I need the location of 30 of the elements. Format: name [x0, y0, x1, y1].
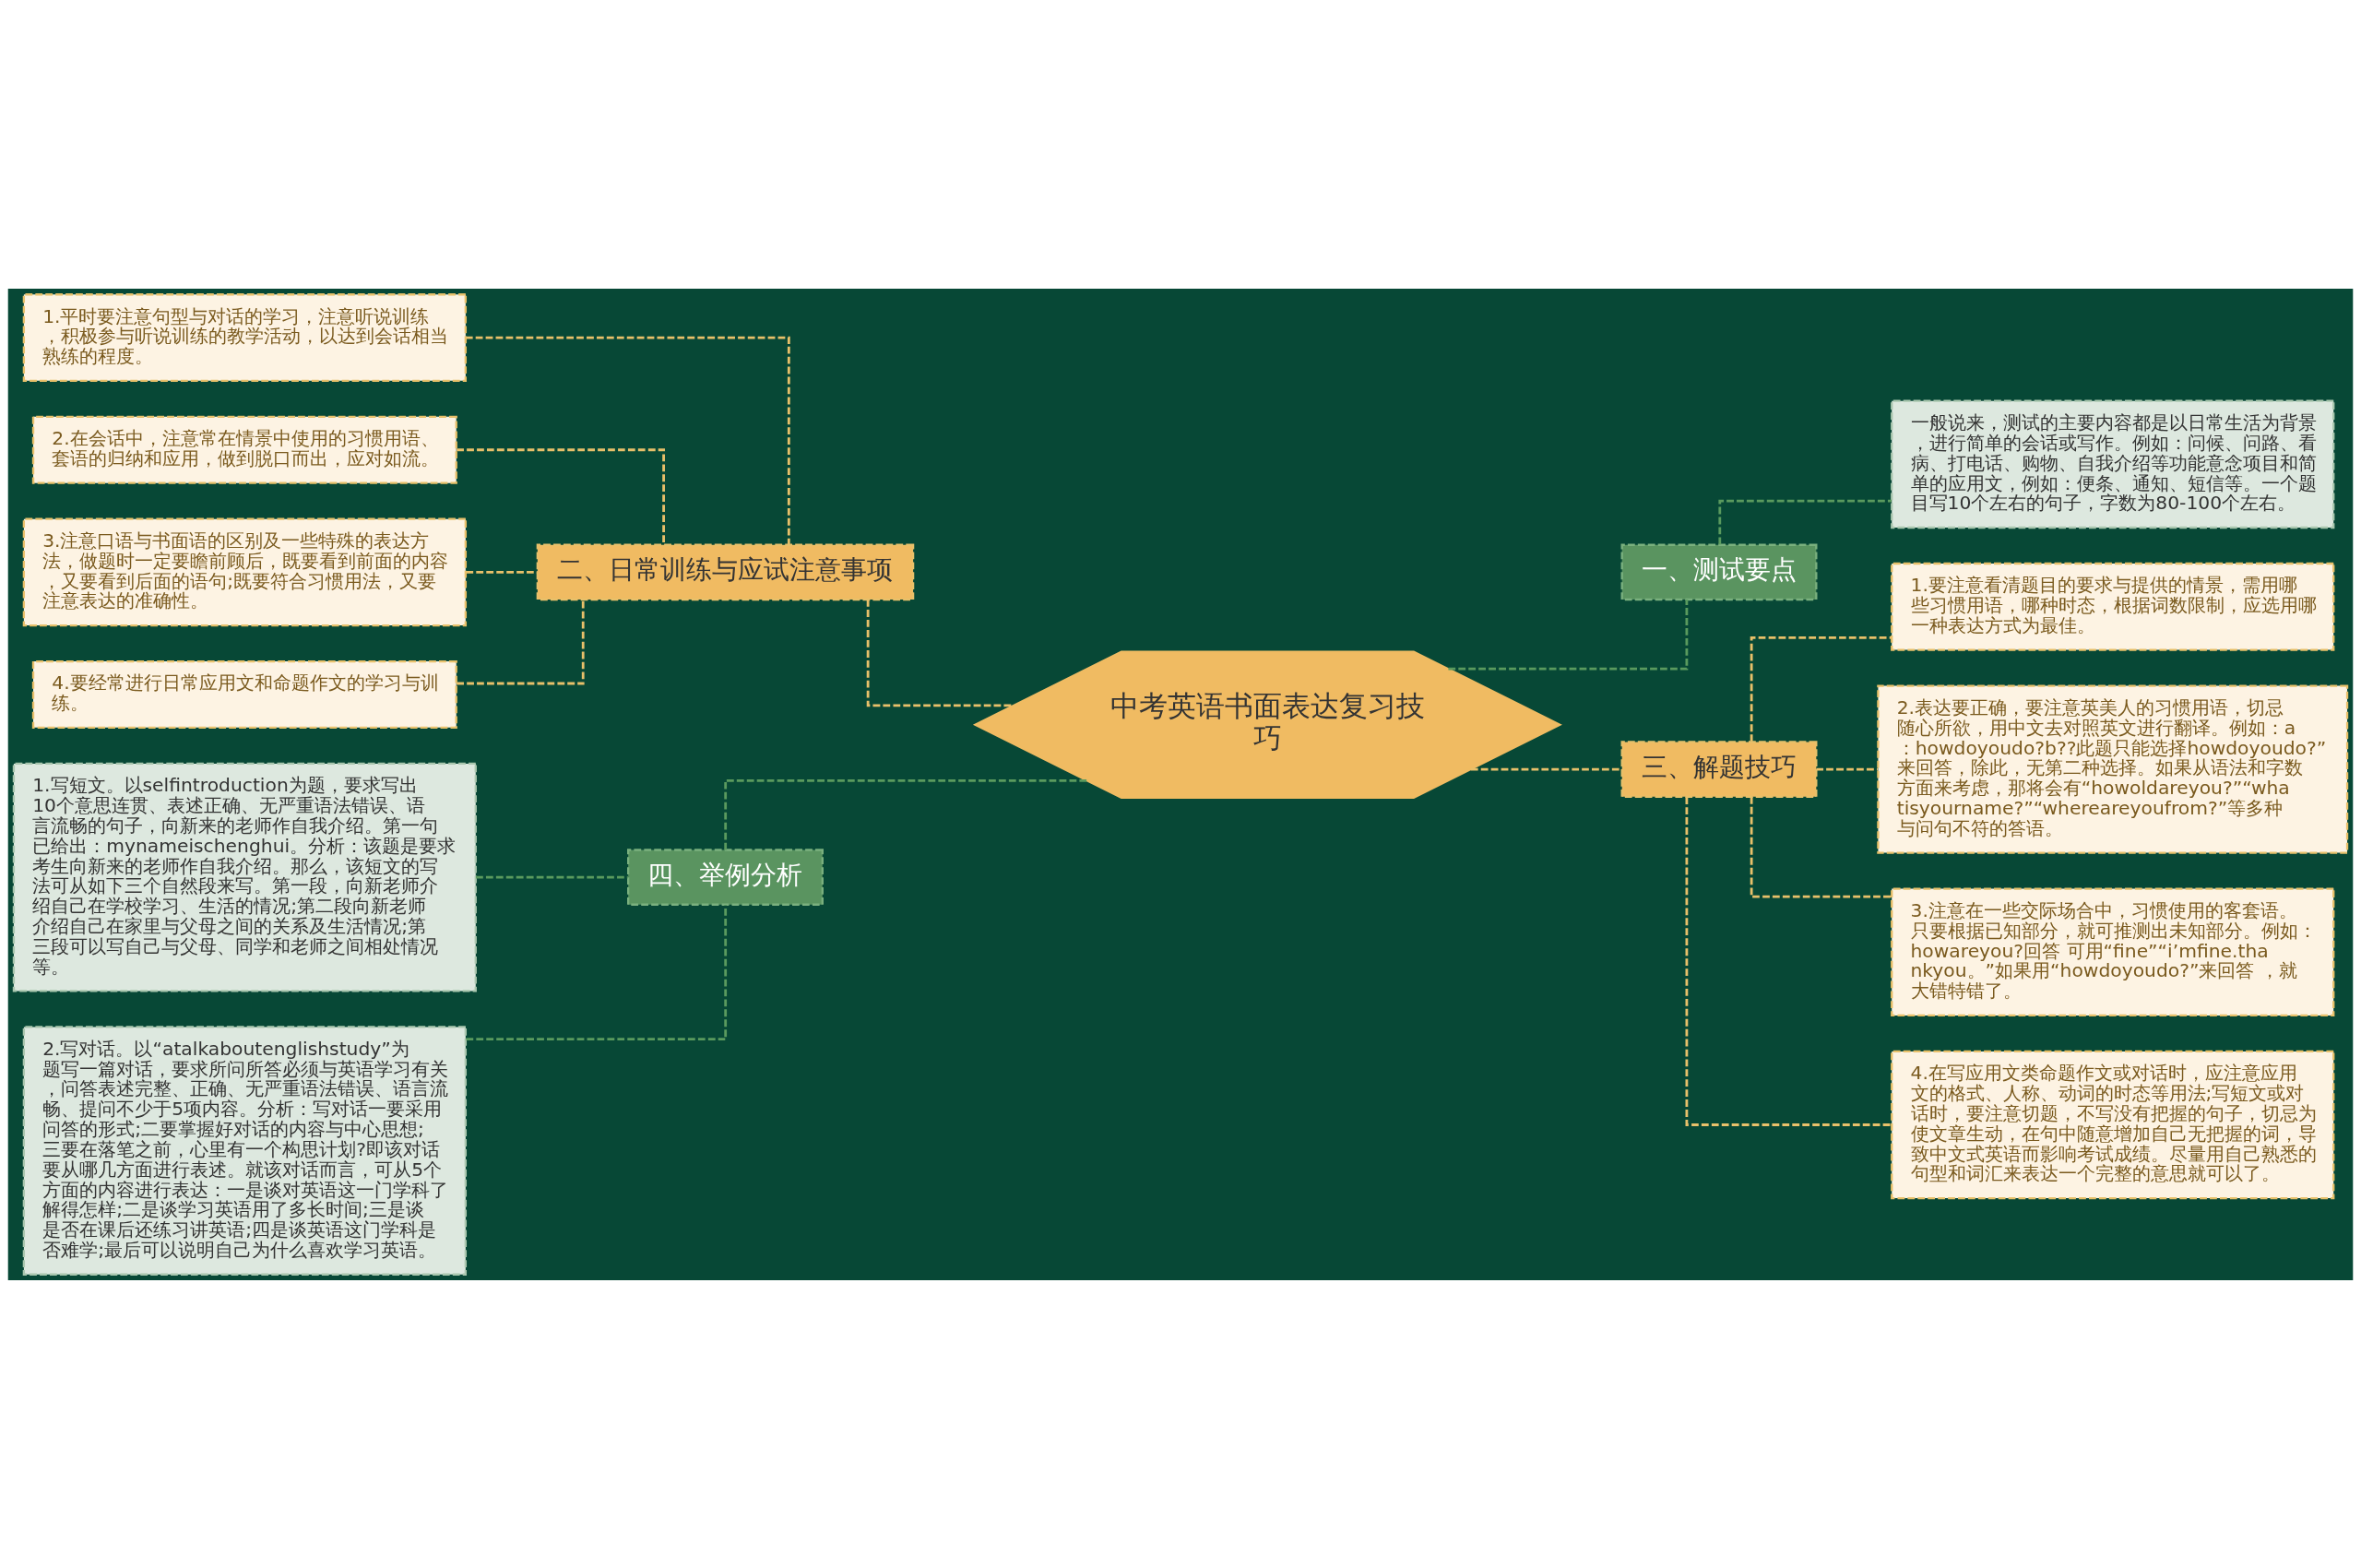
connector: [457, 599, 585, 684]
node-box: 1.要注意看清题目的要求与提供的情景，需用哪些习惯用语，哪种时态，根据词数限制，应选用哪一种表达方式为最佳。: [1891, 562, 2335, 651]
connector: [466, 904, 728, 1040]
connector: [466, 570, 538, 574]
node-box: 一般说来，测试的主要内容都是以日常生活为背景，进行简单的会话或写作。例如：问候、问路、看病、打电话、购物、自我介绍等功能意念项目和简单的应用文，例如：便条、通知、短信等。一个题目写10个左右的句子，字数为80-100个左右。: [1891, 399, 2335, 529]
node-box: 2.写对话。以“atalkaboutenglishstudy”为题写一篇对话，要求所问所答必须与英语学习有关，问答表述完整、正确、无严重语法错误、语言流畅、提问不少于5项内容。分析：写对话一要采用问答的形式;二要掌握好对话的内容与中心思想;三要在落笔之前，心里有一个构思计划?即该对话要从哪几方面进行表述。就该对话而言，可从5个方面的内容进行表达：一是谈对英语这一门学科了解得怎样;二是谈学习英语用了多长时间;三是谈是否在课后还练习讲英语;四是谈英语这门学科是否难学;最后可以说明自己为什么喜欢学习英语。: [22, 1025, 468, 1276]
connector: [866, 599, 1014, 707]
node-box: 一、测试要点: [1620, 543, 1818, 600]
node-box: 1.平时要注意句型与对话的学习，注意听说训练，积极参与听说训练的教学活动，以达到会话相当熟练的程度。: [22, 292, 468, 382]
connector: [1750, 636, 1892, 742]
node-box: 3.注意在一些交际场合中，习惯使用的客套语。只要根据已知部分，就可推测出未知部分。例如：howareyou?回答 可用“fine”“i’mfine.thankyou。”如果用“howdoyoudo?”来回答 ，就大错特错了。: [1891, 886, 2335, 1016]
node-box: 2.表达要正确，要注意英美人的习惯用语，切忌随心所欲，用中文去对照英文进行翻译。例如：a：howdoyoudo?b??此题只能选择howdoyoudo?”来回答，除此，无第二种选择。如果从语法和字数方面来考虑，那将会有“howoldareyou?”“whatisyourname?”“whereareyoufrom?”等多种与问句不符的答语。: [1877, 683, 2349, 854]
connector: [724, 778, 1087, 849]
connector: [465, 336, 790, 545]
connector: [1685, 796, 1892, 1126]
connector: [1448, 599, 1689, 671]
node-box: 三、解题技巧: [1620, 740, 1818, 798]
node-box: 二、日常训练与应试注意事项: [536, 543, 915, 600]
connector: [1470, 767, 1622, 771]
connector: [457, 447, 665, 544]
connector: [1718, 499, 1892, 544]
connector: [476, 875, 628, 879]
node-box: 4.要经常进行日常应用文和命题作文的学习与训练。: [31, 659, 457, 729]
connector: [1750, 796, 1892, 898]
node-box: 4.在写应用文类命题作文或对话时，应注意应用文的格式、人称、动词的时态等用法;写短文或对话时，要注意切题，不写没有把握的句子，切忌为使文章生动，在句中随意增加自己无把握的词，导致中文式英语而影响考试成绩。尽量用自己熟悉的句型和词汇来表达一个完整的意思就可以了。: [1891, 1050, 2335, 1199]
node-box: 1.写短文。以selfintroduction为题，要求写出10个意思连贯、表述正确、无严重语法错误、语言流畅的句子，向新来的老师作自我介绍。第一句已给出：mynameischenghui。分析：该题是要求考生向新来的老师作自我介绍。那么，该短文的写法可从如下三个自然段来写。第一段，向新老师介绍自己在学校学习、生活的情况;第二段向新老师介绍自己在家里与父母之间的关系及生活情况;第三段可以写自己与父母、同学和老师之间相处情况等。: [12, 762, 477, 992]
node-box: 四、举例分析: [627, 848, 824, 906]
node-box: 2.在会话中，注意常在情景中使用的习惯用语、套语的归纳和应用，做到脱口而出，应对如流。: [31, 415, 457, 484]
node-box: 3.注意口语与书面语的区别及一些特殊的表达方法，做题时一定要瞻前顾后，既要看到前面的内容，又要看到后面的语句;既要符合习惯用法，又要注意表达的准确性。: [22, 517, 468, 626]
connector: [1816, 767, 1879, 771]
